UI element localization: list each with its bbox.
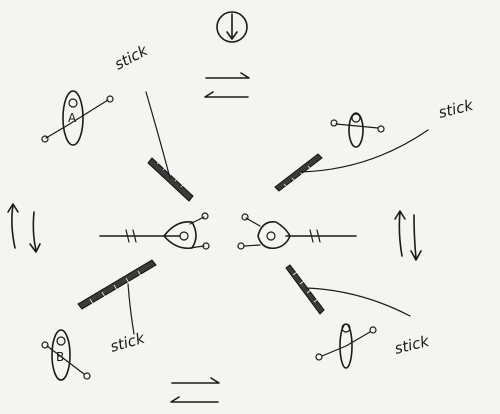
stick-top-label: stick [111,41,151,74]
kayak-top-right [331,113,384,147]
kayak-a-label: A [68,111,77,125]
center-left-pointer [100,213,209,249]
compass-down-icon [217,12,247,42]
bottom-double-arrow-icon [171,378,219,402]
right-double-arrow-icon [395,211,421,260]
kayak-a: A [42,91,113,145]
kayak-bottom-right [316,324,376,368]
stick-bottom-left: stick [78,260,156,356]
stick-left-bottom-label: stick [108,329,148,356]
top-double-arrow-icon [205,73,249,97]
kayak-b: B [42,330,90,380]
stick-top-left: stick [111,41,193,201]
left-double-arrow-icon [8,204,40,252]
stick-right-label: stick [437,96,476,122]
kayak-b-label: B [56,350,64,364]
stick-right-bottom-label: stick [393,332,432,358]
stick-top-right: stick [275,96,476,191]
stick-bottom-right: stick [286,265,432,358]
center-right-pointer [238,214,356,249]
